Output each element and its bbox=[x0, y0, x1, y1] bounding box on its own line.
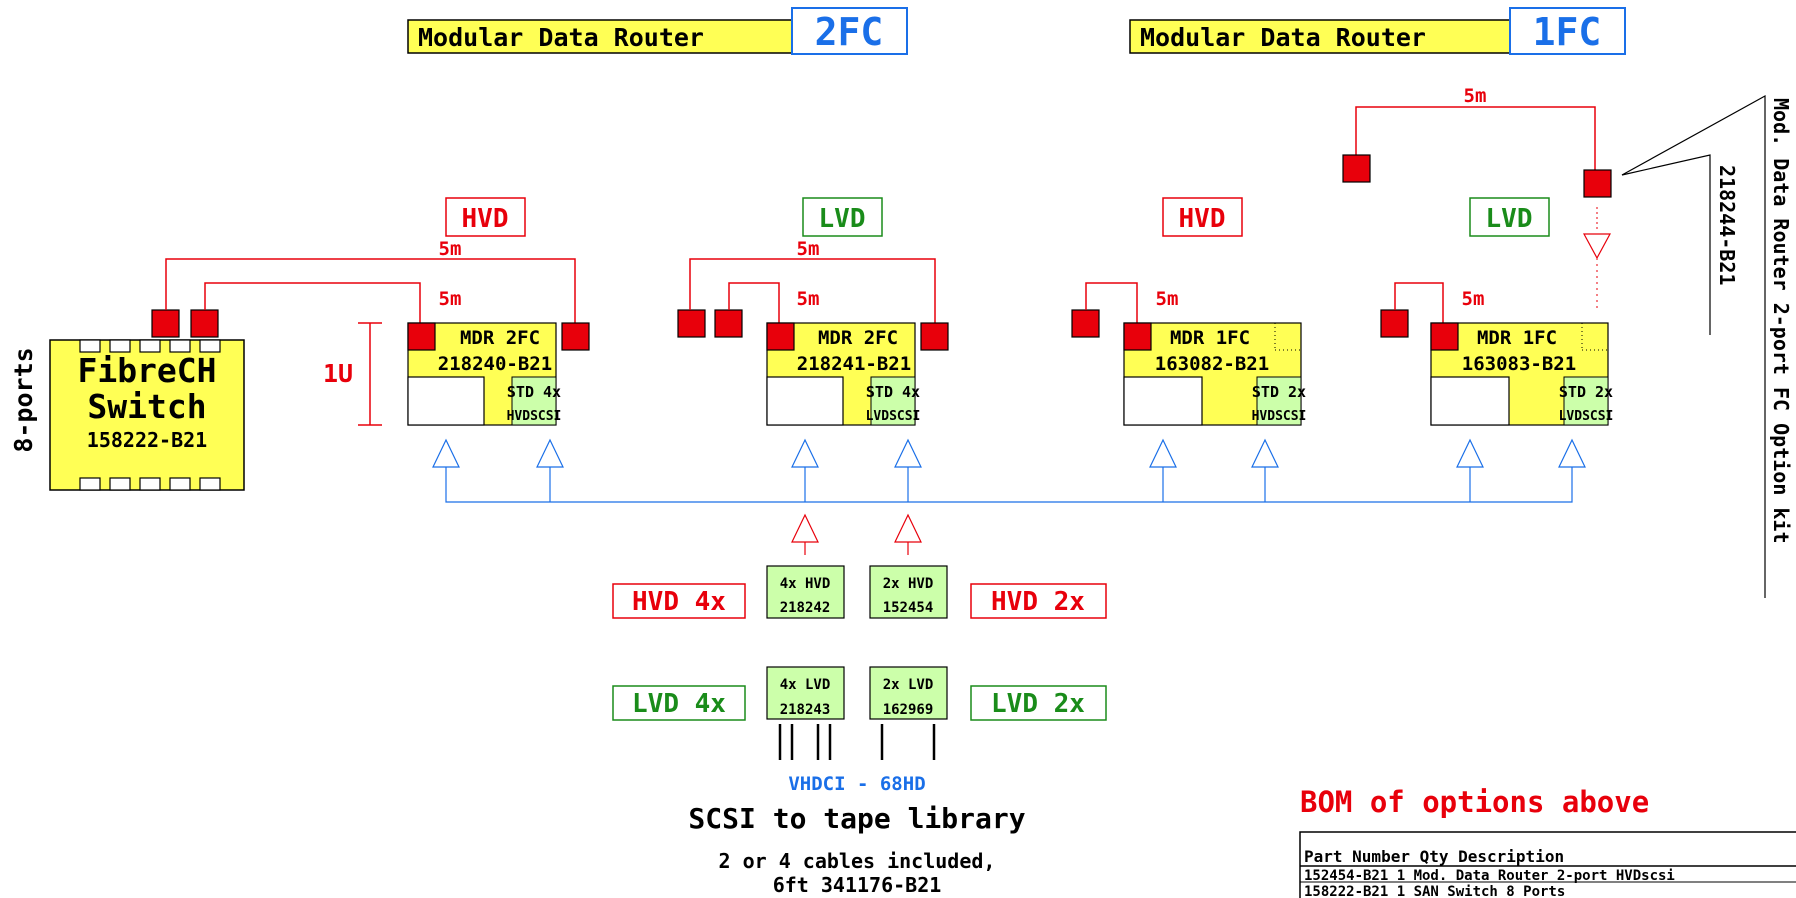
router-4-type: LVD bbox=[1486, 204, 1533, 234]
bom-title: BOM of options above bbox=[1300, 785, 1649, 819]
label-hvd-4x: HVD 4x bbox=[612, 583, 746, 619]
router-4-name: MDR 1FC bbox=[1477, 327, 1557, 349]
router-2-port-b bbox=[920, 322, 949, 351]
router-1-part: 218240-B21 bbox=[438, 353, 552, 375]
switch-part: 158222-B21 bbox=[87, 428, 207, 452]
router-4-card-line2: LVDSCSI bbox=[1559, 409, 1614, 424]
bom-table: Part Number Qty Description 152454-B21 1… bbox=[1299, 831, 1796, 898]
card-4-line2: 162969 bbox=[883, 702, 934, 718]
kit-line2: 218244-B21 bbox=[1715, 165, 1739, 285]
router-3-loose-port bbox=[1071, 309, 1100, 338]
title-right: Modular Data Router 1FC bbox=[1129, 7, 1626, 55]
svg-text:LVD 2x: LVD 2x bbox=[991, 689, 1085, 719]
router-2-part: 218241-B21 bbox=[797, 353, 911, 375]
router-1-card-line2: HVDSCSI bbox=[507, 409, 562, 424]
fibre-switch: FibreCH Switch 158222-B21 bbox=[49, 309, 245, 491]
card-arrows bbox=[791, 513, 922, 555]
label-hvd-2x: HVD 2x bbox=[970, 583, 1107, 619]
router-1: HVD 5m 5m MDR 2FC 218240-B21 STD 4x HVDS… bbox=[165, 197, 590, 426]
bom-row-1: 152454-B21 1 Mod. Data Router 2-port HVD… bbox=[1304, 868, 1675, 884]
router-4: LVD 5m MDR 1FC 163083-B21 STD 2x LVDSCSI bbox=[1380, 197, 1614, 426]
router-1-port-b bbox=[561, 322, 590, 351]
router-3-part: 163082-B21 bbox=[1155, 353, 1269, 375]
router-1-card-line1: STD 4x bbox=[507, 383, 561, 401]
router-1-cable-outer: 5m bbox=[439, 238, 462, 260]
scsi-title: SCSI to tape library bbox=[688, 802, 1025, 835]
card-hvd-4x: 4x HVD 218242 bbox=[766, 565, 845, 619]
router-3-card-line1: STD 2x bbox=[1252, 383, 1306, 401]
router-4-part: 163083-B21 bbox=[1462, 353, 1576, 375]
kit-line1: Mod. Data Router 2-port FC Option kit bbox=[1769, 98, 1793, 544]
connector-label: VHDCI - 68HD bbox=[788, 773, 925, 795]
title-left-badge: 2FC bbox=[815, 10, 884, 54]
router-2-loose-port-a bbox=[677, 309, 706, 338]
router-2-card-line1: STD 4x bbox=[866, 383, 920, 401]
height-indicator bbox=[358, 322, 382, 426]
router-2-loose-port-b bbox=[714, 309, 743, 338]
router-3-port-a bbox=[1123, 322, 1152, 351]
switch-port-2 bbox=[190, 309, 219, 338]
slot-bus bbox=[432, 438, 1586, 503]
cables-line1: 2 or 4 cables included, bbox=[719, 849, 996, 873]
router-3-type: HVD bbox=[1179, 204, 1226, 234]
card-hvd-2x: 2x HVD 152454 bbox=[869, 565, 948, 619]
card-3-line2: 218243 bbox=[780, 702, 831, 718]
router-1-port-a bbox=[407, 322, 436, 351]
router-3-cable-inner: 5m bbox=[1156, 288, 1179, 310]
card-1-line2: 218242 bbox=[780, 600, 831, 616]
svg-text:LVD 4x: LVD 4x bbox=[632, 689, 726, 719]
router-3: HVD 5m MDR 1FC 163082-B21 STD 2x HVDSCSI bbox=[1071, 197, 1307, 426]
router-3-name: MDR 1FC bbox=[1170, 327, 1250, 349]
router-2-type: LVD bbox=[819, 204, 866, 234]
label-lvd-4x: LVD 4x bbox=[612, 685, 746, 721]
card-1-line1: 4x HVD bbox=[780, 576, 831, 592]
router-1-name: MDR 2FC bbox=[460, 327, 540, 349]
switch-port-1 bbox=[151, 309, 180, 338]
router-4-port-a bbox=[1430, 322, 1459, 351]
title-right-name: Modular Data Router bbox=[1140, 23, 1426, 52]
kit-cable-label: 5m bbox=[1464, 85, 1487, 107]
bom-row-2: 158222-B21 1 SAN Switch 8 Ports bbox=[1304, 884, 1565, 898]
router-2-card-line2: LVDSCSI bbox=[866, 409, 921, 424]
card-2-line1: 2x HVD bbox=[883, 576, 934, 592]
router-1-type: HVD bbox=[462, 204, 509, 234]
title-left-name: Modular Data Router bbox=[418, 23, 704, 52]
router-2-port-a bbox=[766, 322, 795, 351]
router-2-name: MDR 2FC bbox=[818, 327, 898, 349]
bom-header: Part Number Qty Description bbox=[1304, 847, 1564, 866]
height-label: 1U bbox=[323, 359, 353, 388]
fc-option-kit: 5m bbox=[1342, 85, 1766, 598]
card-lvd-4x: 4x LVD 218243 bbox=[766, 666, 845, 720]
switch-line2: Switch bbox=[87, 387, 206, 426]
kit-port-a bbox=[1342, 154, 1371, 183]
svg-text:HVD 2x: HVD 2x bbox=[991, 587, 1085, 617]
router-3-card-line2: HVDSCSI bbox=[1252, 409, 1307, 424]
router-2-cable-outer: 5m bbox=[797, 238, 820, 260]
svg-text:HVD 4x: HVD 4x bbox=[632, 587, 726, 617]
card-4-line1: 2x LVD bbox=[883, 677, 934, 693]
title-left: Modular Data Router 2FC bbox=[407, 7, 908, 55]
router-4-cable-inner: 5m bbox=[1462, 288, 1485, 310]
switch-line1: FibreCH bbox=[77, 351, 216, 390]
card-3-line1: 4x LVD bbox=[780, 677, 831, 693]
router-4-card-line1: STD 2x bbox=[1559, 383, 1613, 401]
title-right-badge: 1FC bbox=[1533, 10, 1602, 54]
router-2: LVD 5m 5m MDR 2FC 218241-B21 STD 4x LVDS… bbox=[677, 197, 949, 426]
kit-port-b bbox=[1583, 169, 1612, 198]
router-1-cable-inner: 5m bbox=[439, 288, 462, 310]
card-2-line2: 152454 bbox=[883, 600, 934, 616]
cables-line2: 6ft 341176-B21 bbox=[773, 873, 942, 897]
label-lvd-2x: LVD 2x bbox=[970, 685, 1107, 721]
switch-side-label: 8-ports bbox=[9, 347, 38, 452]
scsi-cables bbox=[778, 724, 936, 760]
router-2-cable-inner: 5m bbox=[797, 288, 820, 310]
router-4-loose-port bbox=[1380, 309, 1409, 338]
card-lvd-2x: 2x LVD 162969 bbox=[869, 666, 948, 720]
